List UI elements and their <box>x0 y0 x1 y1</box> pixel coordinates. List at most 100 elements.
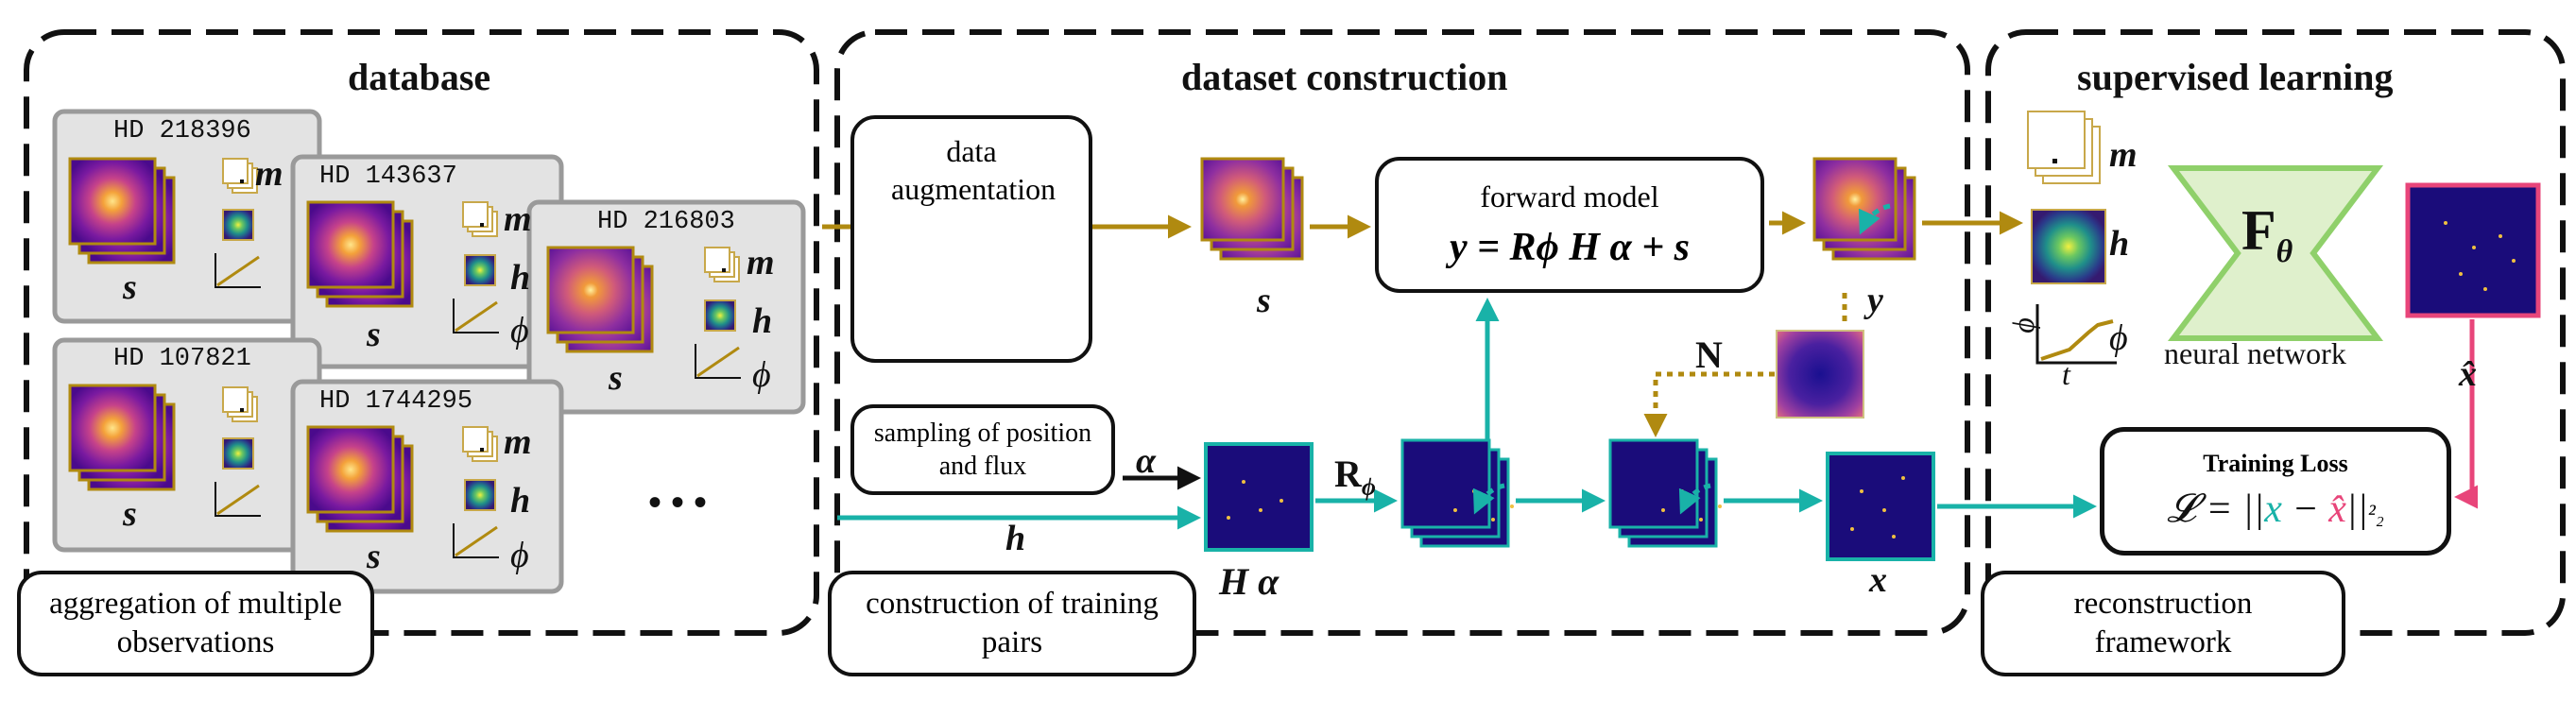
x-stars-dot-0 <box>1860 489 1863 493</box>
card3-m-icon <box>704 247 740 282</box>
sl-m-icon <box>2027 111 2101 184</box>
F-label: F <box>2241 199 2276 262</box>
sl-phi-axes <box>2035 304 2117 365</box>
data-augmentation-box: data augmentation <box>850 115 1092 363</box>
rotated-stars-dot-1 <box>1472 489 1476 493</box>
card1-phi-icon-curve <box>216 255 260 287</box>
neural-network-shape <box>2167 165 2384 341</box>
rotated-stars-dot-0 <box>1453 508 1457 512</box>
H-alpha-stars-dot-3 <box>1227 516 1230 520</box>
nn-F-label: Fθ <box>2241 198 2293 270</box>
card1-s-stack <box>68 157 176 265</box>
card5-m: m <box>504 422 532 462</box>
y-stack <box>1812 157 1916 261</box>
sampling-label: sampling of position and flux <box>873 419 1092 481</box>
x-hat-stars-dot-0 <box>2444 221 2447 225</box>
x-hat-label: x̂ <box>2459 354 2477 394</box>
construction-label: construction of training pairs <box>866 586 1159 659</box>
sl-h: h <box>2109 224 2130 264</box>
aggregation-box: aggregation of multiple observations <box>17 571 374 676</box>
aug-s: s <box>1257 281 1271 320</box>
obs-label-1: HD 218396 <box>113 117 251 145</box>
card5-phi: ϕ <box>510 536 529 575</box>
card5-m-icon-dot <box>480 448 484 452</box>
card4-phi-icon-curve <box>216 484 260 516</box>
card5-m-icon-layer-0 <box>462 426 489 453</box>
card1-h-icon <box>222 209 254 241</box>
obs-label-4: HD 107821 <box>113 345 251 373</box>
card4-phi-icon-axes <box>215 482 261 517</box>
H-alpha-stars-dot-1 <box>1259 508 1262 512</box>
rotated2-stars-dot-0 <box>1661 508 1665 512</box>
panel-dataset-construction <box>834 29 1970 636</box>
card2-s: s <box>367 315 381 354</box>
x-stars-dot-3 <box>1850 527 1854 531</box>
card2-phi-icon <box>453 299 499 333</box>
H-alpha-stars-dot-0 <box>1242 480 1245 484</box>
card1-m-icon <box>222 158 258 194</box>
card3-phi-icon-curve <box>696 346 740 378</box>
noise-arrow <box>1643 371 1775 437</box>
card5-s-stack-layer-0 <box>306 425 395 514</box>
card3-h-icon <box>704 299 736 332</box>
rotated2-stars-dot-3 <box>1718 504 1722 508</box>
card3-m: m <box>747 243 775 282</box>
aug-s-stack-layer-0 <box>1200 157 1285 242</box>
y-stack-layer-0 <box>1812 157 1898 242</box>
x-stars <box>1850 476 1905 539</box>
training-loss-box: Training Loss 𝓛 = ||x − x̂||²₂ <box>2100 427 2451 556</box>
y-label: y <box>1867 281 1883 320</box>
x-hat-stars-dot-1 <box>2472 246 2476 249</box>
card2-m: m <box>504 199 532 239</box>
x-hat-stars-dot-2 <box>2499 234 2502 238</box>
H-alpha-label: H α <box>1219 560 1279 603</box>
card3-phi: ϕ <box>752 355 771 395</box>
sl-phi-plot <box>2035 304 2117 365</box>
card3-phi-icon-axes <box>695 344 741 379</box>
obs-label-2: HD 143637 <box>319 162 457 191</box>
card4-phi-icon <box>215 482 261 517</box>
card2-phi: ϕ <box>510 311 529 350</box>
h-input-label: h <box>1005 519 1026 558</box>
card4-m-icon-dot <box>240 408 244 412</box>
card5-phi-icon-axes <box>453 523 499 558</box>
x-stars-dot-2 <box>1901 476 1905 480</box>
card2-phi-icon-axes <box>453 299 499 333</box>
obs-label-3: HD 216803 <box>597 208 735 236</box>
sl-phi-curve <box>2040 319 2114 361</box>
ellipsis: • • • <box>648 481 708 523</box>
x-hat-stars <box>2444 221 2516 291</box>
title-supervised-learning: supervised learning <box>2077 56 2394 98</box>
card2-m-icon-layer-0 <box>462 201 489 228</box>
rotated-stack-2 <box>1608 438 1718 548</box>
nn-label: neural network <box>2164 336 2346 370</box>
obs-label-5: HD 1744295 <box>319 387 473 416</box>
data-augmentation-label: data augmentation <box>891 134 1056 206</box>
sl-phit: ϕ <box>2005 317 2040 333</box>
rotated-stack-layer-0 <box>1400 438 1491 529</box>
card1-m-icon-dot <box>240 180 244 183</box>
card4-m-icon <box>222 386 258 422</box>
forward-model-box: forward model y = Rϕ H α + s <box>1375 157 1764 293</box>
card3-s: s <box>609 358 623 398</box>
card3-h: h <box>752 301 773 341</box>
sl-h-image <box>2031 209 2106 284</box>
arrow-xhat-to-loss <box>2454 319 2478 509</box>
sl-t: t <box>2062 357 2070 391</box>
card5-h: h <box>510 481 531 521</box>
sl-m: m <box>2109 135 2138 175</box>
card1-m-icon-layer-0 <box>222 158 249 184</box>
noise-image <box>1776 330 1864 419</box>
x-hat-stars-dot-4 <box>2483 287 2487 291</box>
card1-m: m <box>255 154 283 194</box>
aug-s-stack <box>1200 157 1304 261</box>
card5-h-icon <box>464 479 496 511</box>
card1-s-stack-layer-0 <box>68 157 157 246</box>
card4-s: s <box>123 494 137 534</box>
card2-h-icon <box>464 254 496 286</box>
x-hat-stars-dot-5 <box>2512 259 2516 263</box>
framework-box: reconstruction framework <box>1981 571 2345 676</box>
card3-phi-icon <box>695 344 741 379</box>
H-alpha-image <box>1204 442 1314 552</box>
title-database: database <box>348 56 491 98</box>
